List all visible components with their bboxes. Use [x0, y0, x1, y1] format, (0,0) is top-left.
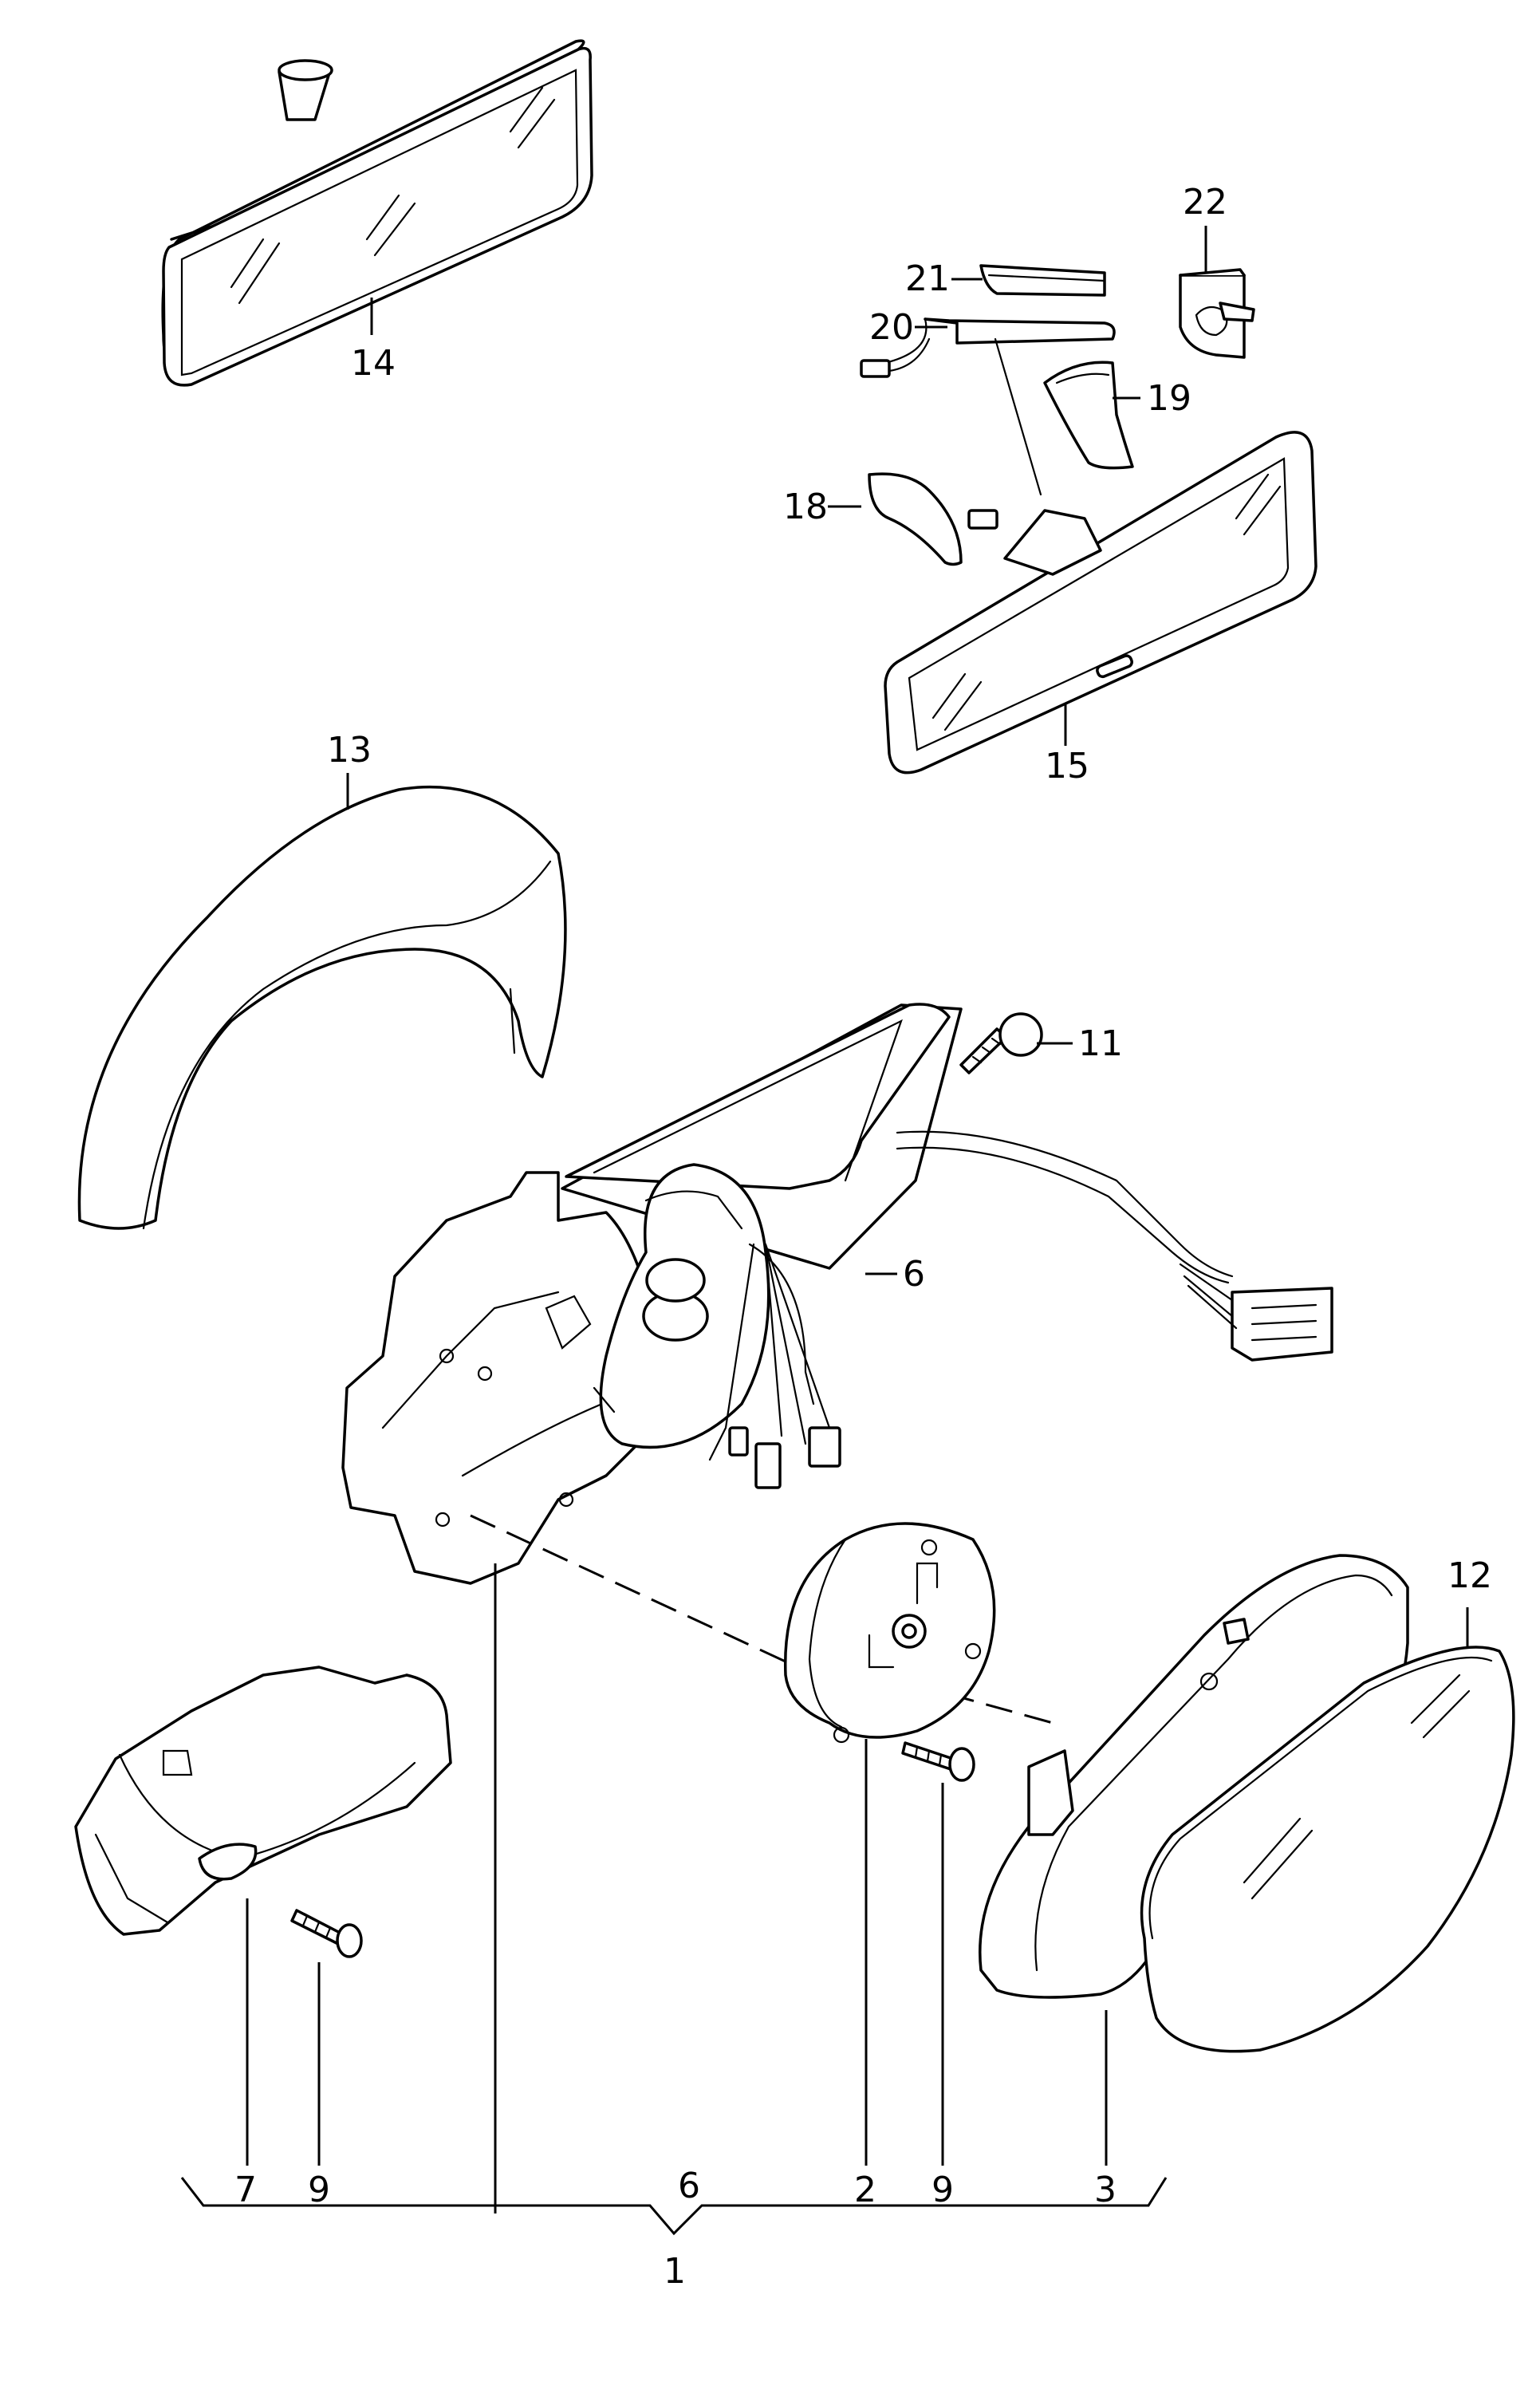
part-7-lower-housing[interactable] — [74, 1666, 452, 1936]
label-6-bottom: 6 — [678, 2166, 700, 2206]
part-9-screw-right[interactable] — [901, 1741, 975, 1782]
part-19-mount-cover[interactable] — [1043, 361, 1134, 470]
part-6-mirror-base-assembly[interactable] — [341, 1003, 1333, 1585]
part-20-wiring-harness[interactable] — [860, 317, 1116, 496]
label-18: 18 — [783, 487, 828, 527]
label-15: 15 — [1045, 746, 1089, 786]
label-3: 3 — [1094, 2170, 1117, 2210]
part-18-cable-cover[interactable] — [868, 472, 998, 566]
label-14: 14 — [351, 343, 396, 384]
part-12-mirror-glass[interactable] — [1140, 1646, 1515, 2053]
part-2-adjuster-motor[interactable] — [783, 1522, 996, 1744]
part-14-interior-mirror[interactable] — [161, 39, 593, 387]
part-9-screw-left[interactable] — [290, 1909, 363, 1958]
part-11-screw[interactable] — [959, 1012, 1043, 1074]
label-20: 20 — [869, 307, 914, 348]
part-3-mirror-housing[interactable] — [979, 1554, 1409, 1999]
label-12: 12 — [1447, 1555, 1492, 1596]
part-13-housing-cap[interactable] — [77, 785, 567, 1230]
label-6-right: 6 — [903, 1254, 925, 1295]
grouping-brace — [180, 2177, 1168, 2236]
label-22: 22 — [1183, 182, 1227, 223]
label-13: 13 — [327, 730, 372, 771]
label-9-right: 9 — [931, 2170, 954, 2210]
label-11: 11 — [1078, 1023, 1123, 1064]
part-22-cover[interactable] — [1179, 268, 1255, 359]
label-9-left: 9 — [308, 2170, 330, 2210]
label-21: 21 — [905, 258, 950, 299]
label-1: 1 — [664, 2251, 686, 2292]
part-15-interior-mirror-with-sensor[interactable] — [884, 431, 1317, 775]
part-21-trim-strip[interactable] — [979, 264, 1106, 297]
label-2: 2 — [854, 2170, 876, 2210]
label-7: 7 — [234, 2170, 257, 2210]
label-19: 19 — [1147, 378, 1191, 419]
